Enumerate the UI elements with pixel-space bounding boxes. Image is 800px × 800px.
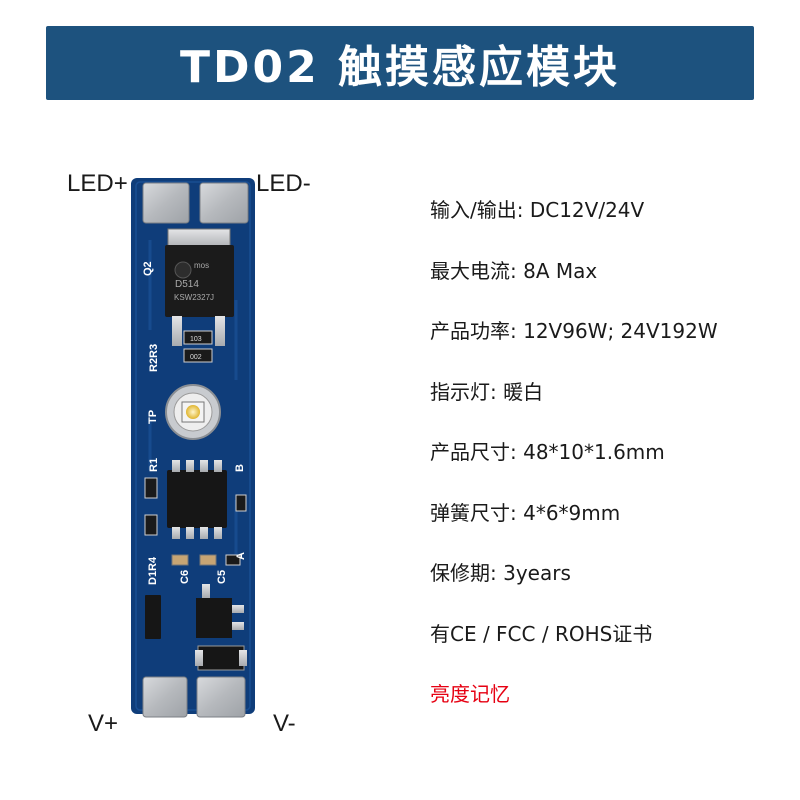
spec-certificates: 有CE / FCC / ROHS证书 [430, 621, 653, 646]
spec-max-current: 最大电流: 8A Max [430, 258, 598, 283]
spec-input-output: 输入/输出: DC12V/24V [430, 198, 645, 222]
pad-v-plus [142, 676, 188, 718]
spec-indicator: 指示灯: 暖白 [430, 379, 544, 404]
silk-d1r4: D1R4 [147, 556, 159, 585]
pad-v-minus [196, 676, 246, 718]
regulator-chip [196, 598, 232, 638]
chip-text-mos: mos [194, 261, 209, 270]
chip-text-code: KSW2327J [174, 293, 214, 302]
pad-led-minus [199, 182, 249, 224]
spec-product-size: 产品尺寸: 48*10*1.6mm [430, 440, 665, 464]
silk-a: A [235, 552, 247, 560]
pin-label-v-minus: V- [273, 710, 296, 737]
silk-c5: C5 [216, 570, 228, 584]
spec-warranty: 保修期: 3years [430, 561, 571, 585]
pin-label-v-plus: V+ [88, 710, 119, 737]
silk-b: B [234, 464, 246, 472]
resistor-code-103: 103 [190, 336, 202, 343]
banner-title: TD02 触摸感应模块 [179, 42, 621, 93]
touch-ic-chip [167, 470, 227, 528]
spec-spring-size: 弹簧尺寸: 4*6*9mm [430, 500, 621, 525]
silk-c6: C6 [179, 570, 191, 584]
silk-q2: Q2 [142, 261, 154, 276]
diode-d1 [145, 595, 161, 639]
led-indicator [186, 405, 200, 419]
pin-label-led-plus: LED+ [67, 170, 128, 197]
spec-list: 输入/输出: DC12V/24V 最大电流: 8A Max 产品功率: 12V9… [430, 190, 770, 735]
silk-tp: TP [147, 410, 159, 424]
pin-label-led-minus: LED- [256, 170, 311, 197]
title-banner: TD02 触摸感应模块 [46, 26, 754, 100]
chip-text-part: D514 [175, 279, 199, 290]
silk-r1: R1 [148, 458, 160, 472]
resistor-code-002: 002 [190, 354, 202, 361]
pad-led-plus [142, 182, 190, 224]
silk-r2r3: R2R3 [148, 344, 160, 372]
spec-power: 产品功率: 12V96W; 24V192W [430, 319, 718, 343]
spec-brightness-memory: 亮度记忆 [430, 682, 510, 706]
